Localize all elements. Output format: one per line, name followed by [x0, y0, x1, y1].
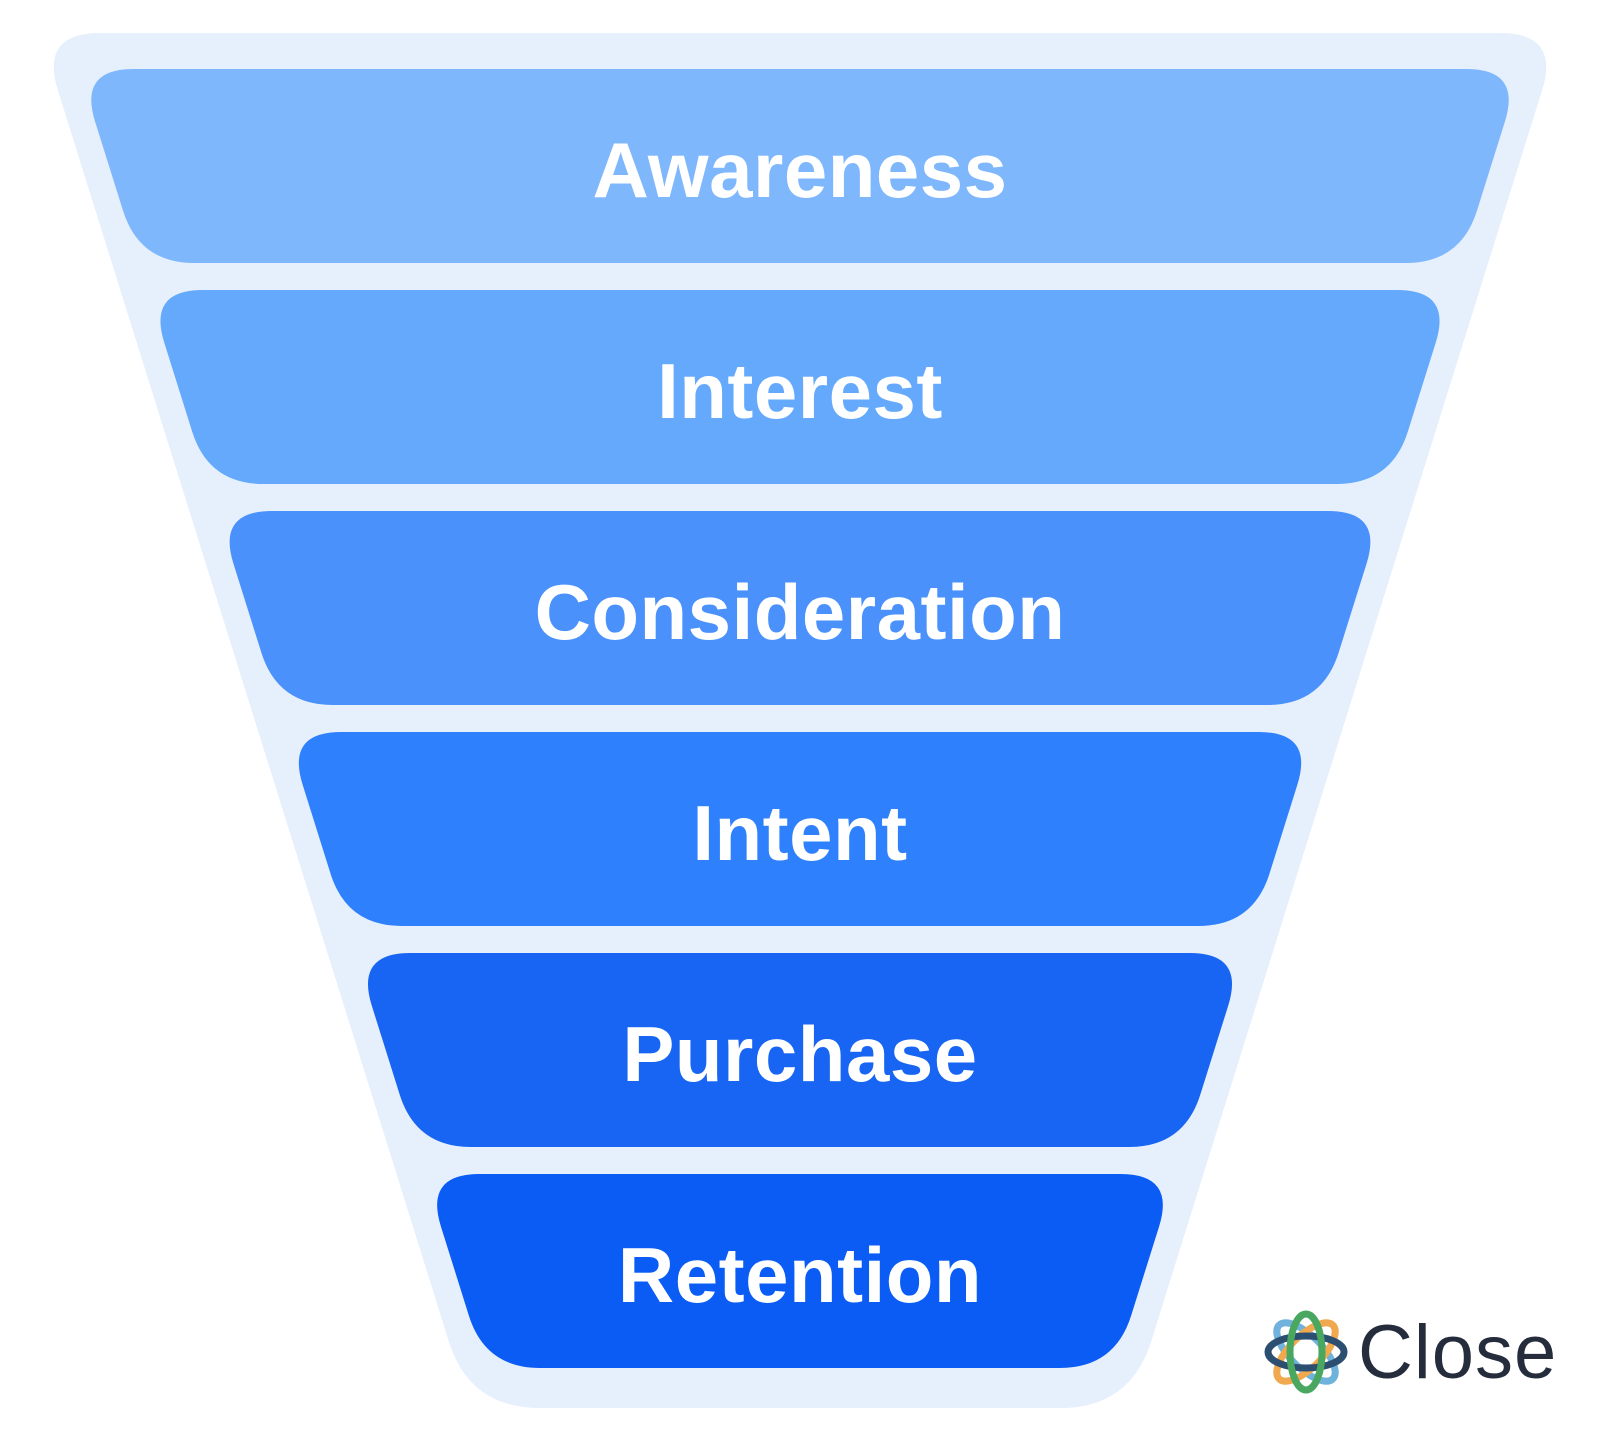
close-logo-mark-icon — [1264, 1310, 1348, 1394]
funnel-stages: AwarenessInterestConsiderationIntentPurc… — [91, 69, 1509, 1368]
funnel-stage-label-3: Intent — [692, 789, 907, 877]
logo-ellipse-navy — [1264, 1332, 1348, 1372]
logo-ellipse-orange — [1273, 1319, 1339, 1385]
funnel-stage-label-4: Purchase — [622, 1010, 977, 1098]
funnel-stage-1 — [160, 290, 1440, 484]
funnel-stage-2 — [229, 511, 1371, 705]
funnel-stage-label-5: Retention — [618, 1231, 982, 1319]
funnel-stage-3 — [298, 732, 1302, 926]
close-logo-wordmark: Close — [1358, 1310, 1557, 1395]
funnel-stage-4 — [367, 953, 1233, 1147]
funnel-stage-label-2: Consideration — [535, 568, 1066, 656]
logo-ellipse-green — [1286, 1310, 1326, 1394]
funnel-stage-label-1: Interest — [657, 347, 943, 435]
close-logo: Close — [1264, 1310, 1557, 1395]
funnel-stage-5 — [437, 1174, 1163, 1368]
logo-ellipse-lightblue — [1273, 1319, 1339, 1385]
funnel-stage-label-0: Awareness — [593, 126, 1008, 214]
funnel-stage-0 — [91, 69, 1509, 263]
